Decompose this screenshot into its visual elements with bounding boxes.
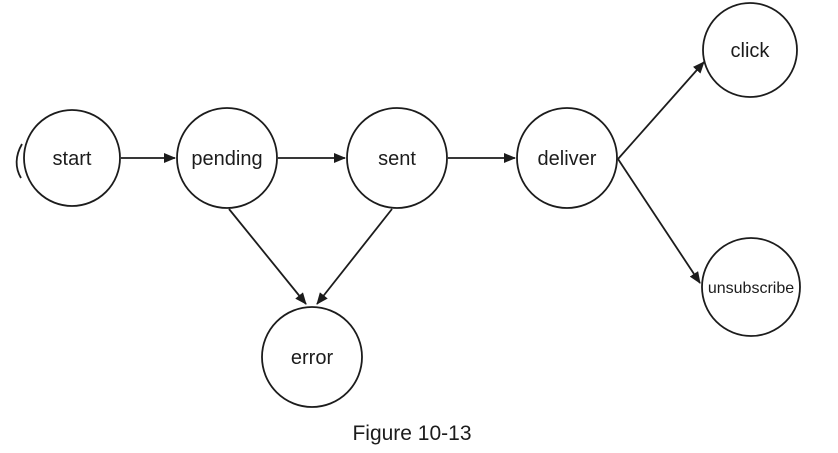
node-start-circle: [23, 109, 121, 207]
edge-deliver-to-unsubscribe: [617, 158, 701, 284]
node-sent-circle: [346, 107, 448, 209]
node-unsubscribe-label: unsubscribe: [708, 280, 794, 297]
node-click: click: [702, 2, 798, 98]
node-sent: sent: [346, 107, 448, 209]
node-click-label: click: [731, 40, 771, 62]
node-pending: pending: [176, 107, 278, 209]
node-click-circle: [702, 2, 798, 98]
node-error-label: error: [291, 347, 334, 369]
node-start: start: [23, 109, 121, 207]
node-start-label: start: [53, 148, 92, 170]
node-error: error: [261, 306, 363, 408]
node-error-circle: [261, 306, 363, 408]
figure-caption: Figure 10-13: [352, 422, 471, 445]
edge-pending-to-error: [228, 208, 307, 305]
node-unsubscribe: unsubscribe: [701, 237, 801, 337]
edges-group: [121, 61, 705, 305]
edge-deliver-to-click: [617, 61, 705, 160]
stray-arc-artifact: [15, 143, 23, 179]
node-deliver: deliver: [516, 107, 618, 209]
node-deliver-circle: [516, 107, 618, 209]
edge-sent-to-error: [316, 208, 393, 305]
nodes-group: start pending sent deliver click unsubsc: [23, 2, 801, 408]
node-pending-label: pending: [191, 148, 262, 170]
node-deliver-label: deliver: [538, 148, 597, 170]
node-unsubscribe-circle: [701, 237, 801, 337]
node-sent-label: sent: [378, 148, 416, 170]
node-pending-circle: [176, 107, 278, 209]
